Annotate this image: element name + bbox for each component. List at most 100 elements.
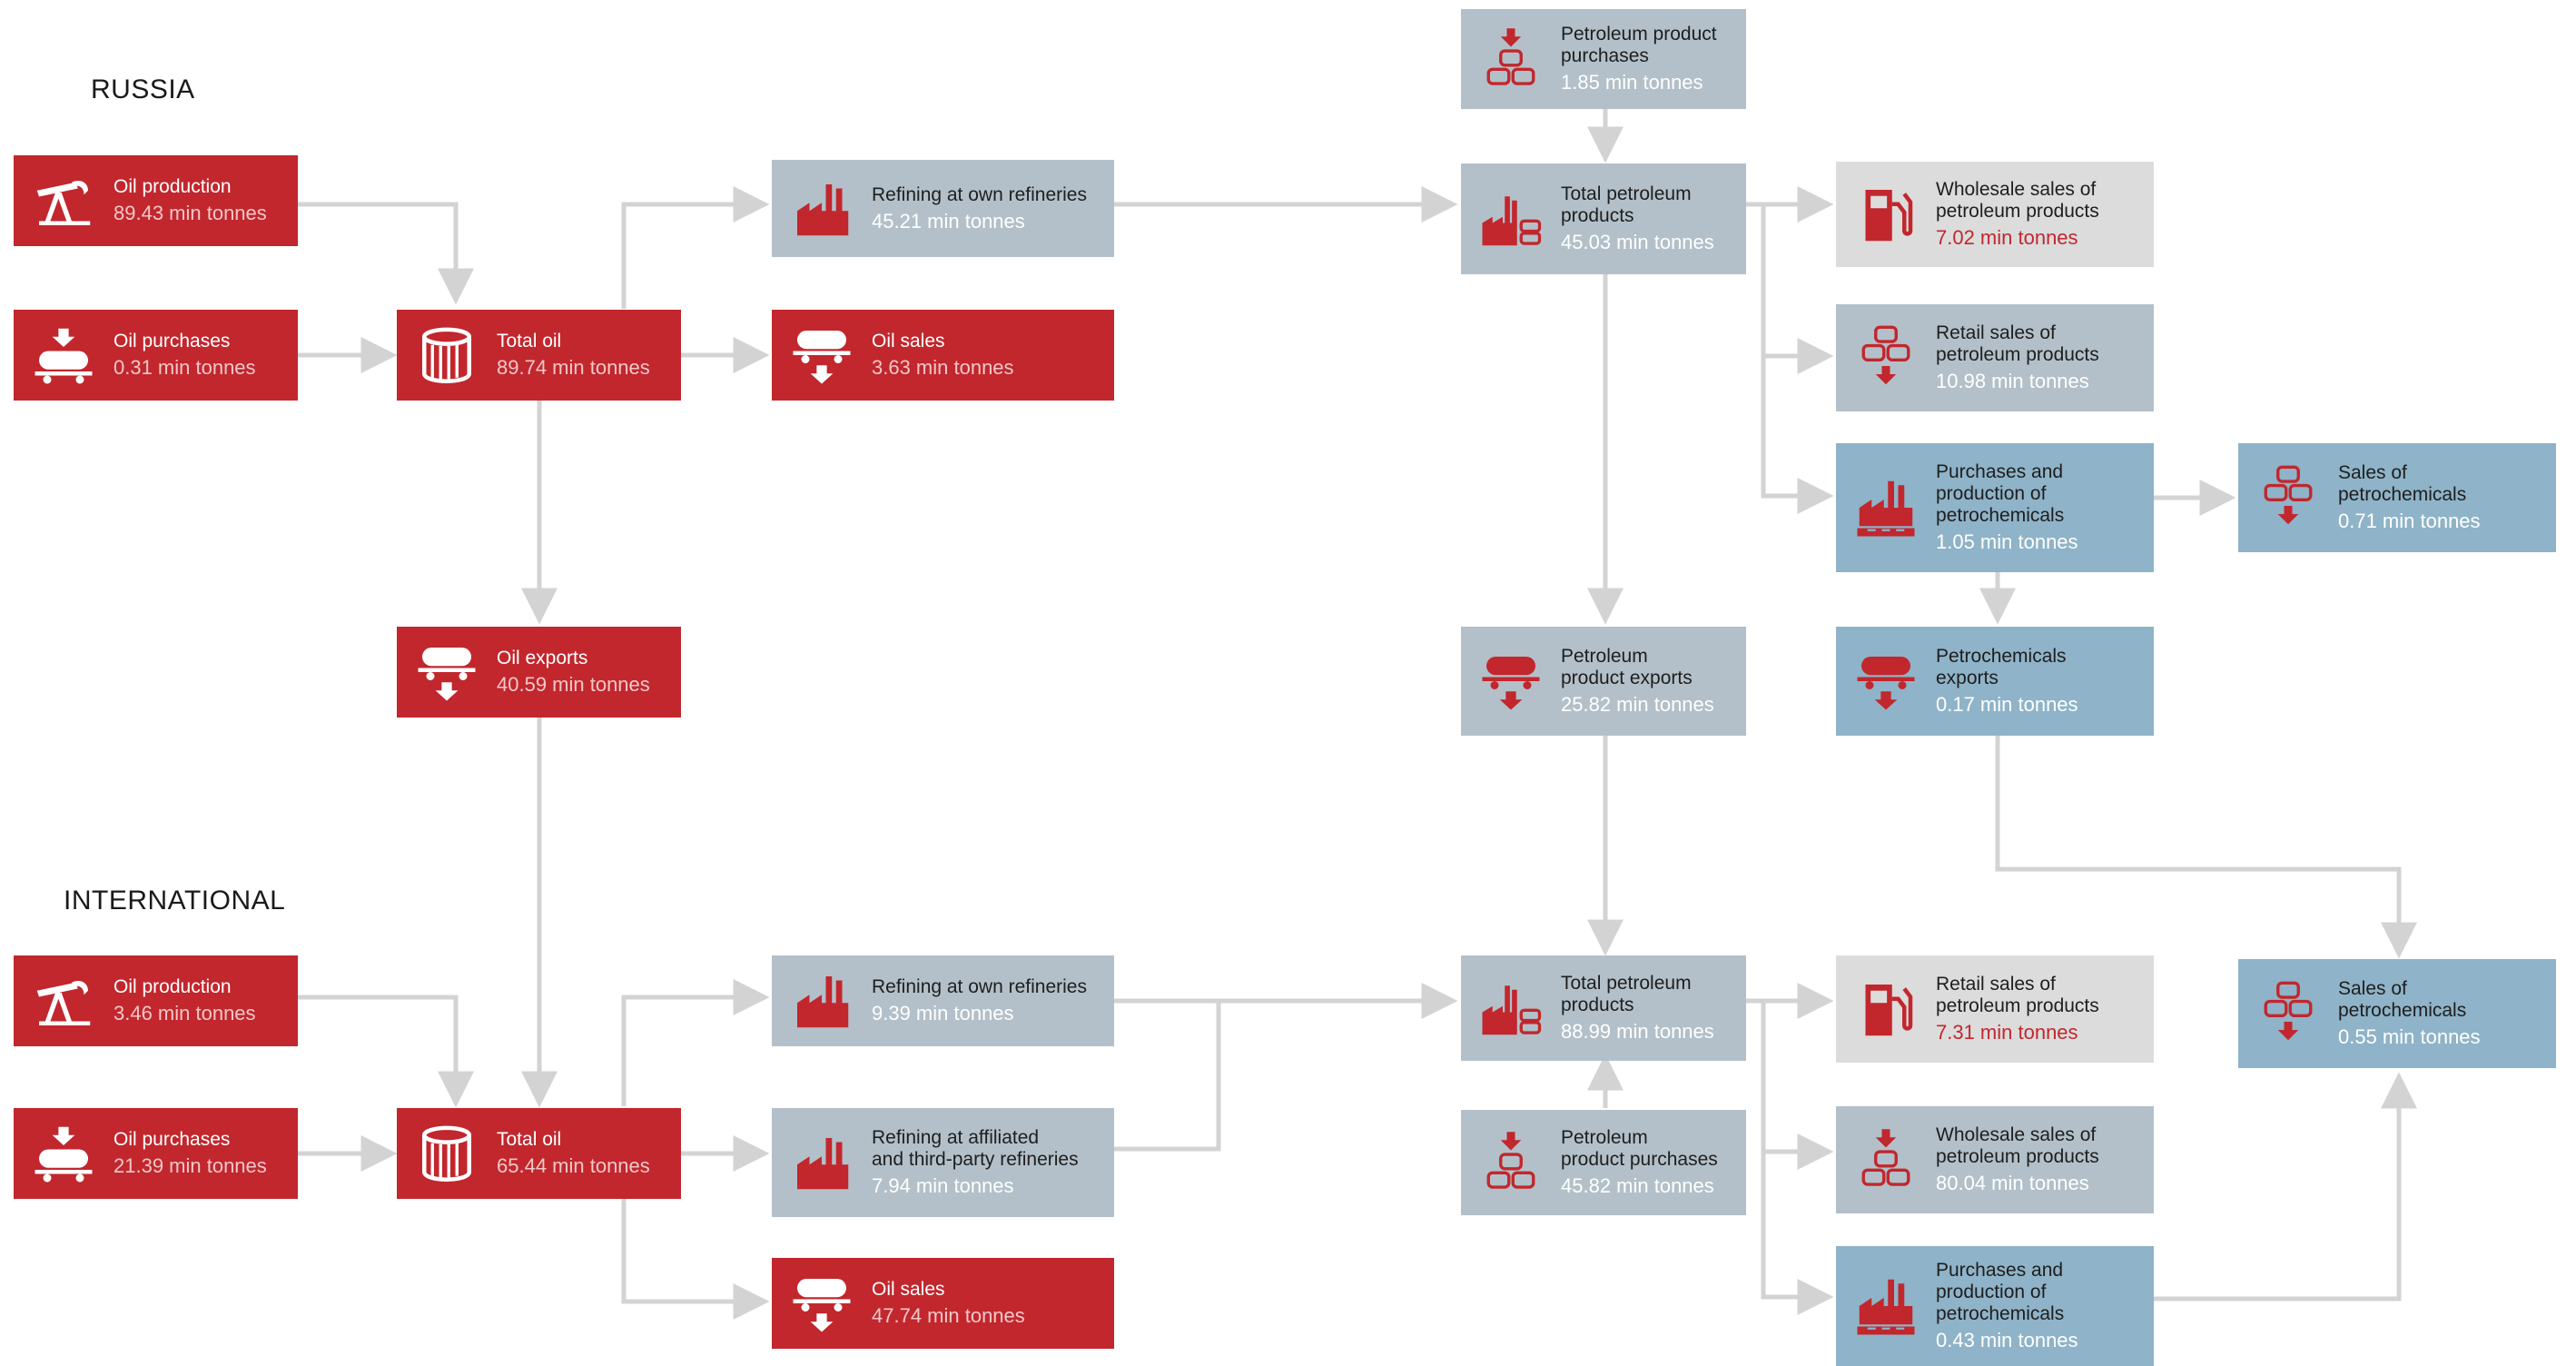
oil-pump-icon (14, 968, 114, 1034)
barrels-icon (2238, 465, 2338, 530)
russia-oil-exports-label: Oil exports (497, 648, 588, 668)
intl-petrochem-sales-label: Sales of petrochemicals (2338, 978, 2467, 1021)
intl-refining-affiliated-label: Refining at affiliated and third-party r… (872, 1127, 1079, 1170)
russia-petrochem-production-value: 1.05 min tonnes (1936, 530, 2078, 553)
intl-retail-sales-box: Retail sales of petroleum products 7.31 … (1836, 955, 2154, 1063)
russia-oil-purchases-value: 0.31 min tonnes (114, 356, 256, 379)
russia-petroleum-product-exports-box: Petroleum product exports 25.82 min tonn… (1461, 627, 1746, 736)
intl-petroleum-product-purchases-value: 45.82 min tonnes (1561, 1174, 1714, 1197)
intl-oil-sales-label: Oil sales (872, 1279, 945, 1300)
storage-tank-icon (397, 1121, 497, 1186)
russia-oil-exports-value: 40.59 min tonnes (497, 673, 650, 696)
intl-total-petroleum-products-value: 88.99 min tonnes (1561, 1020, 1714, 1043)
barrels-icon (2238, 981, 2338, 1046)
intl-total-oil-value: 65.44 min tonnes (497, 1154, 650, 1177)
intl-retail-sales-label: Retail sales of petroleum products (1936, 974, 2099, 1016)
russia-petrochem-production-box: Purchases and production of petrochemica… (1836, 443, 2154, 572)
russia-petroleum-product-exports-value: 25.82 min tonnes (1561, 693, 1714, 716)
intl-oil-production-value: 3.46 min tonnes (114, 1002, 256, 1024)
russia-refining-own-value: 45.21 min tonnes (872, 209, 1025, 233)
barrels-icon (1836, 1127, 1936, 1193)
chemical-plant-icon (1836, 475, 1936, 540)
intl-petrochem-production-box: Purchases and production of petrochemica… (1836, 1246, 2154, 1366)
russia-oil-sales-value: 3.63 min tonnes (872, 356, 1014, 379)
russia-petroleum-product-exports-label: Petroleum product exports (1561, 646, 1693, 688)
russia-retail-sales-label: Retail sales of petroleum products (1936, 322, 2099, 365)
intl-petrochem-sales-box: Sales of petrochemicals 0.55 min tonnes (2238, 959, 2556, 1068)
russia-oil-production-box: Oil production 89.43 min tonnes (14, 155, 298, 246)
russia-petrochem-sales-value: 0.71 min tonnes (2338, 510, 2481, 532)
intl-total-oil-box: Total oil 65.44 min tonnes (397, 1108, 681, 1199)
intl-petrochem-sales-value: 0.55 min tonnes (2338, 1025, 2481, 1048)
russia-oil-exports-box: Oil exports 40.59 min tonnes (397, 627, 681, 718)
russia-wholesale-sales-value: 7.02 min tonnes (1936, 226, 2078, 249)
intl-refining-affiliated-box: Refining at affiliated and third-party r… (772, 1108, 1114, 1217)
russia-wholesale-sales-box: Wholesale sales of petroleum products 7.… (1836, 162, 2154, 267)
russia-total-petroleum-products-box: Total petroleum products 45.03 min tonne… (1461, 163, 1746, 274)
russia-retail-sales-box: Retail sales of petroleum products 10.98… (1836, 304, 2154, 411)
russia-petroleum-product-purchases-value: 1.85 min tonnes (1561, 71, 1703, 94)
intl-oil-sales-value: 47.74 min tonnes (872, 1304, 1025, 1327)
barrels-icon (1836, 325, 1936, 391)
russia-refining-own-box: Refining at own refineries 45.21 min ton… (772, 160, 1114, 257)
russia-oil-production-label: Oil production (114, 176, 232, 197)
intl-oil-sales-box: Oil sales 47.74 min tonnes (772, 1258, 1114, 1349)
russia-total-oil-label: Total oil (497, 331, 562, 351)
intl-total-oil-label: Total oil (497, 1129, 562, 1150)
tank-car-icon (1461, 648, 1561, 714)
russia-refining-own-label: Refining at own refineries (872, 183, 1087, 205)
oil-pump-icon (14, 168, 114, 233)
refinery-icon (772, 1130, 872, 1195)
intl-wholesale-sales-value: 80.04 min tonnes (1936, 1172, 2089, 1194)
intl-refining-own-box: Refining at own refineries 9.39 min tonn… (772, 955, 1114, 1046)
chemical-plant-icon (1836, 1273, 1936, 1339)
intl-oil-production-label: Oil production (114, 976, 232, 997)
intl-refining-affiliated-value: 7.94 min tonnes (872, 1174, 1014, 1197)
intl-petroleum-product-purchases-box: Petroleum product purchases 45.82 min to… (1461, 1110, 1746, 1215)
intl-petrochem-production-label: Purchases and production of petrochemica… (1936, 1260, 2065, 1324)
russia-petrochem-exports-label: Petrochemicals exports (1936, 646, 2067, 688)
tank-car-icon (772, 1271, 872, 1336)
russia-oil-sales-label: Oil sales (872, 331, 945, 351)
barrels-icon (1461, 26, 1561, 92)
intl-petrochem-production-value: 0.43 min tonnes (1936, 1329, 2078, 1351)
russia-petroleum-product-purchases-label: Petroleum product purchases (1561, 24, 1717, 66)
barrels-icon (1461, 1130, 1561, 1195)
tank-car-icon (1836, 648, 1936, 714)
intl-wholesale-sales-label: Wholesale sales of petroleum products (1936, 1124, 2099, 1167)
fuel-pump-icon (1836, 182, 1936, 247)
tank-car-icon (14, 322, 114, 388)
intl-oil-purchases-label: Oil purchases (114, 1129, 231, 1150)
russia-total-petroleum-products-label: Total petroleum products (1561, 183, 1692, 226)
intl-retail-sales-value: 7.31 min tonnes (1936, 1021, 2078, 1044)
refinery-barrels-icon (1461, 975, 1561, 1041)
russia-petrochem-production-label: Purchases and production of petrochemica… (1936, 461, 2065, 526)
intl-refining-own-value: 9.39 min tonnes (872, 1002, 1014, 1024)
russia-total-oil-box: Total oil 89.74 min tonnes (397, 310, 681, 401)
storage-tank-icon (397, 322, 497, 388)
intl-wholesale-sales-box: Wholesale sales of petroleum products 80… (1836, 1106, 2154, 1213)
russia-retail-sales-value: 10.98 min tonnes (1936, 370, 2089, 392)
tank-car-icon (397, 639, 497, 705)
russia-total-petroleum-products-value: 45.03 min tonnes (1561, 231, 1714, 253)
intl-oil-production-box: Oil production 3.46 min tonnes (14, 955, 298, 1046)
tank-car-icon (772, 322, 872, 388)
russia-petroleum-product-purchases-box: Petroleum product purchases 1.85 min ton… (1461, 9, 1746, 109)
refinery-icon (772, 176, 872, 242)
russia-wholesale-sales-label: Wholesale sales of petroleum products (1936, 179, 2099, 222)
intl-total-petroleum-products-box: Total petroleum products 88.99 min tonne… (1461, 955, 1746, 1061)
russia-oil-purchases-label: Oil purchases (114, 331, 231, 351)
tank-car-icon (14, 1121, 114, 1186)
refinery-barrels-icon (1461, 186, 1561, 252)
russia-total-oil-value: 89.74 min tonnes (497, 356, 650, 379)
section-title-russia: RUSSIA (91, 74, 195, 104)
intl-oil-purchases-box: Oil purchases 21.39 min tonnes (14, 1108, 298, 1199)
russia-petrochem-sales-box: Sales of petrochemicals 0.71 min tonnes (2238, 443, 2556, 552)
russia-oil-purchases-box: Oil purchases 0.31 min tonnes (14, 310, 298, 401)
intl-refining-own-label: Refining at own refineries (872, 976, 1087, 997)
russia-petrochem-sales-label: Sales of petrochemicals (2338, 462, 2467, 505)
intl-petroleum-product-purchases-label: Petroleum product purchases (1561, 1127, 1718, 1170)
russia-oil-sales-box: Oil sales 3.63 min tonnes (772, 310, 1114, 401)
russia-petrochem-exports-value: 0.17 min tonnes (1936, 693, 2078, 716)
